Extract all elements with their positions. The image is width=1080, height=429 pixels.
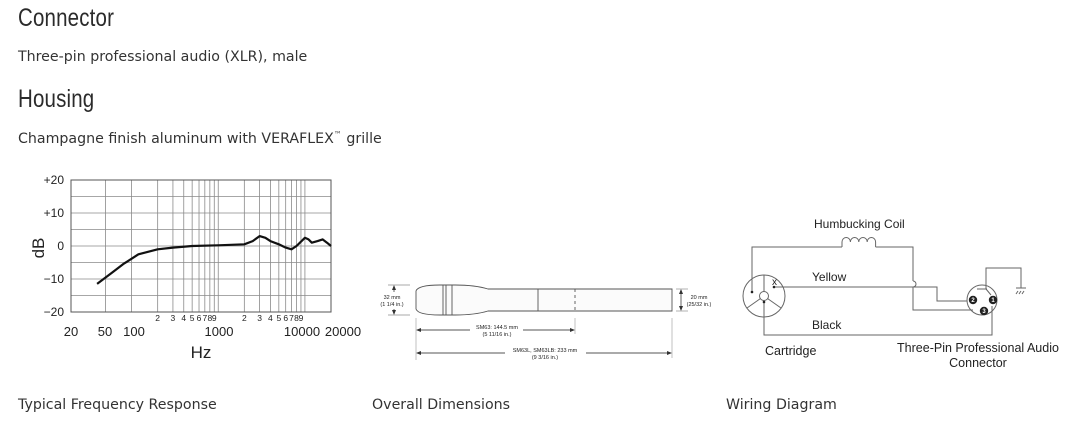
svg-text:20 mm: 20 mm bbox=[691, 295, 708, 301]
x-axis-label: Hz bbox=[191, 343, 212, 362]
pin-numbers: 1 2 3 bbox=[971, 298, 995, 315]
svg-text:Yellow: Yellow bbox=[812, 270, 847, 284]
pin-1-icon bbox=[988, 295, 998, 305]
svg-text:20000: 20000 bbox=[325, 324, 361, 339]
caption-frequency-response: Typical Frequency Response bbox=[18, 397, 217, 413]
dimension-arrowheads bbox=[392, 285, 683, 355]
svg-text:Three-Pin Professional Audio: Three-Pin Professional Audio bbox=[897, 341, 1059, 355]
svg-text:9: 9 bbox=[212, 313, 217, 323]
svg-text:50: 50 bbox=[98, 324, 112, 339]
svg-text:4: 4 bbox=[181, 313, 186, 323]
svg-text:1000: 1000 bbox=[205, 324, 234, 339]
housing-text: Champagne finish aluminum with VERAFLEX bbox=[18, 131, 334, 147]
svg-text:2: 2 bbox=[242, 313, 247, 323]
wiring-labels: Humbucking Coil Yellow Black Cartridge x… bbox=[765, 217, 1059, 370]
svg-text:10000: 10000 bbox=[284, 324, 320, 339]
svg-text:7: 7 bbox=[202, 313, 207, 323]
humbucking-coil-icon bbox=[841, 237, 877, 247]
svg-text:8: 8 bbox=[207, 313, 212, 323]
svg-text:6: 6 bbox=[197, 313, 202, 323]
svg-text:SM63: 144.5 mm: SM63: 144.5 mm bbox=[476, 325, 518, 331]
dimension-labels: 32 mm (1 1/4 in.) 20 mm (25/32 in.) SM63… bbox=[380, 295, 711, 361]
wiring-dots bbox=[750, 285, 998, 316]
svg-text:+20: +20 bbox=[44, 173, 65, 187]
svg-text:Connector: Connector bbox=[949, 356, 1007, 370]
svg-text:1: 1 bbox=[991, 298, 995, 304]
svg-text:6: 6 bbox=[283, 313, 288, 323]
svg-text:2: 2 bbox=[155, 313, 160, 323]
svg-text:3: 3 bbox=[171, 313, 176, 323]
svg-text:(9 3/16 in.): (9 3/16 in.) bbox=[532, 355, 558, 361]
svg-text:7: 7 bbox=[289, 313, 294, 323]
svg-text:−10: −10 bbox=[44, 272, 65, 286]
caption-wiring-diagram: Wiring Diagram bbox=[726, 397, 837, 413]
svg-text:0: 0 bbox=[57, 239, 64, 253]
svg-text:−20: −20 bbox=[44, 305, 65, 319]
svg-text:(1 1/4 in.): (1 1/4 in.) bbox=[380, 302, 403, 308]
svg-text:Cartridge: Cartridge bbox=[765, 344, 816, 358]
pin-3-icon bbox=[979, 306, 989, 316]
svg-text:9: 9 bbox=[299, 313, 304, 323]
svg-text:2: 2 bbox=[971, 298, 975, 304]
svg-text:5: 5 bbox=[190, 313, 195, 323]
svg-text:100: 100 bbox=[123, 324, 145, 339]
svg-text:4: 4 bbox=[268, 313, 273, 323]
svg-text:(5 11/16 in.): (5 11/16 in.) bbox=[483, 332, 512, 338]
caption-overall-dimensions: Overall Dimensions bbox=[372, 397, 511, 413]
heading-connector: Connector bbox=[18, 4, 115, 32]
svg-text:Black: Black bbox=[812, 318, 842, 332]
svg-text:x: x bbox=[772, 277, 777, 288]
y-axis-ticks: +20 +10 0 −10 −20 bbox=[44, 173, 65, 319]
pin-2-icon bbox=[968, 295, 978, 305]
housing-text-end: grille bbox=[341, 131, 382, 147]
svg-text:Humbucking Coil: Humbucking Coil bbox=[814, 217, 905, 231]
svg-text:20: 20 bbox=[64, 324, 78, 339]
trademark-symbol: ™ bbox=[333, 130, 342, 139]
housing-description: Champagne finish aluminum with VERAFLEX™… bbox=[18, 130, 382, 147]
svg-text:(25/32 in.): (25/32 in.) bbox=[687, 302, 712, 308]
x-axis-ticks: 20 50 100 1000 10000 20000 bbox=[64, 324, 361, 339]
response-curve bbox=[96, 235, 332, 285]
microphone-outline bbox=[415, 284, 673, 316]
heading-housing: Housing bbox=[18, 85, 95, 113]
svg-text:32 mm: 32 mm bbox=[384, 295, 401, 301]
svg-text:3: 3 bbox=[982, 309, 986, 315]
svg-text:SM63L, SM63LB: 233 mm: SM63L, SM63LB: 233 mm bbox=[513, 348, 578, 354]
connector-description: Three-pin professional audio (XLR), male bbox=[18, 49, 308, 65]
svg-text:3: 3 bbox=[257, 313, 262, 323]
svg-text:+10: +10 bbox=[44, 206, 65, 220]
wiring-diagram bbox=[742, 237, 1026, 336]
svg-text:5: 5 bbox=[276, 313, 281, 323]
dimensions-drawing bbox=[388, 284, 688, 360]
svg-text:8: 8 bbox=[294, 313, 299, 323]
y-axis-label: dB bbox=[29, 238, 48, 259]
